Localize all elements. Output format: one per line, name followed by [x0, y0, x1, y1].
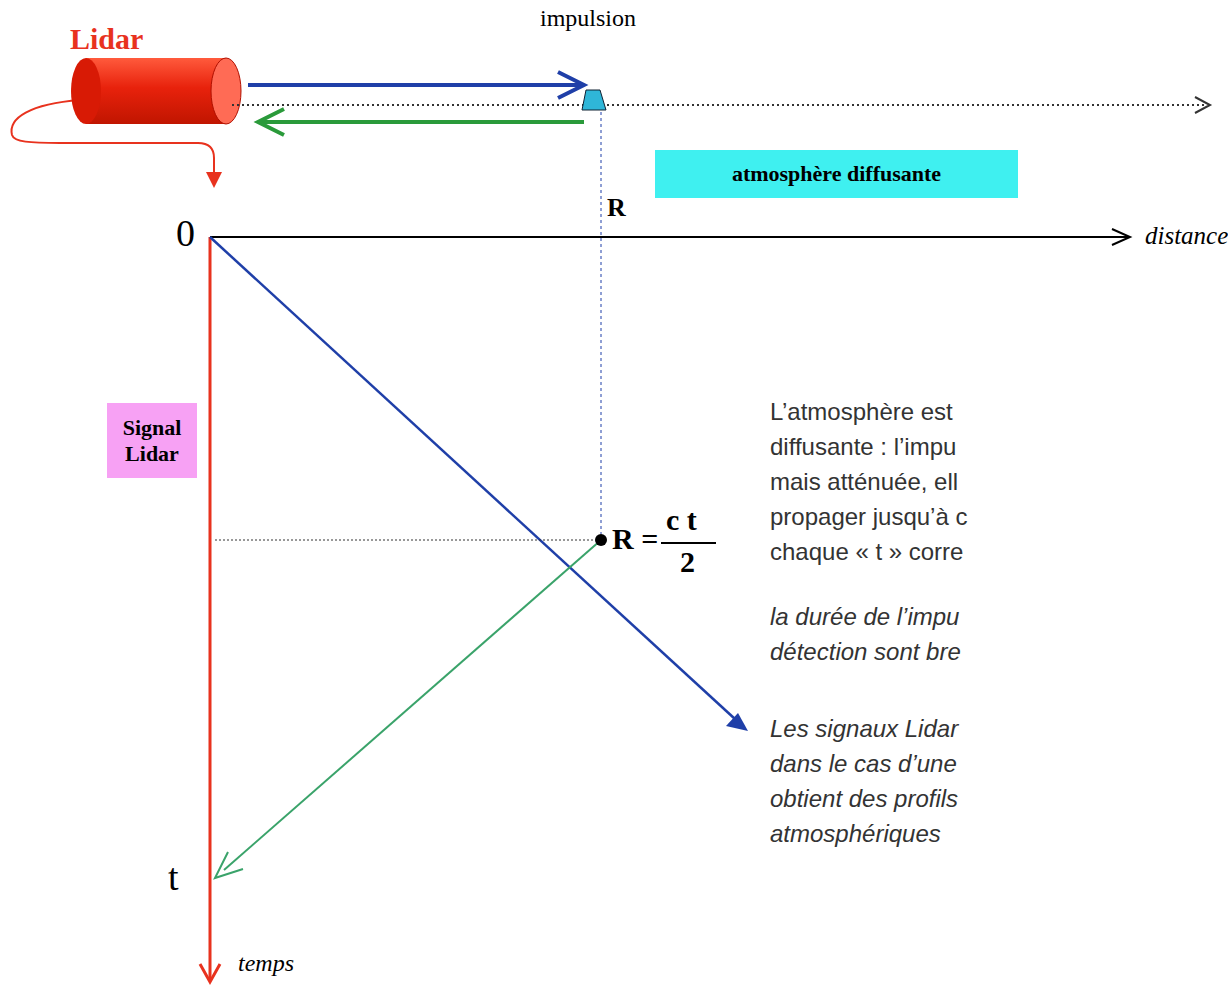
- origin-label: 0: [176, 212, 195, 256]
- beam-axis: [232, 104, 1205, 106]
- lidar-lens: [211, 58, 241, 124]
- axis-label: temps: [238, 950, 294, 978]
- note-line: détection sont bre: [770, 638, 961, 666]
- distance-axis-head: [1112, 229, 1130, 245]
- pulse-shape: [582, 90, 606, 110]
- distance-axis: [210, 236, 1128, 238]
- note-line: Les signaux Lidar: [770, 715, 958, 743]
- range-label: R: [607, 193, 626, 223]
- pulse-trajectory: [210, 237, 735, 719]
- box-text: Signal Lidar: [114, 415, 190, 466]
- lidar-back: [71, 58, 101, 124]
- return-arrow: [262, 120, 584, 124]
- note-line: diffusante : l’impu: [770, 433, 956, 461]
- time-label: t: [168, 856, 179, 900]
- note-line: obtient des profils: [770, 785, 958, 813]
- note-line: atmosphériques: [770, 820, 941, 848]
- pulse-trajectory-head: [726, 713, 748, 731]
- time-guide: [215, 540, 594, 541]
- note-line: chaque « t » corre: [770, 538, 963, 566]
- box-text: atmosphère diffusante: [732, 161, 941, 186]
- outgoing-arrow-head: [558, 72, 584, 98]
- range-guide: [601, 112, 602, 534]
- pulse-label: impulsion: [540, 5, 636, 33]
- region-box: atmosphère diffusante: [655, 150, 1018, 198]
- time-axis: [209, 237, 212, 980]
- return-trajectory-head: [215, 852, 243, 878]
- formula-part: R =: [612, 522, 658, 557]
- outgoing-arrow: [248, 83, 580, 87]
- signal-box: Signal Lidar: [107, 403, 197, 478]
- fraction-bar: [661, 542, 716, 544]
- wire-arrowhead: [206, 172, 222, 188]
- note-line: mais atténuée, ell: [770, 468, 958, 496]
- formula-numerator: c t: [666, 503, 697, 538]
- time-axis-head: [200, 964, 220, 982]
- lidar-body: [86, 58, 226, 124]
- note-line: L’atmosphère est: [770, 398, 953, 426]
- device-title: Lidar: [70, 22, 143, 57]
- axis-label: distance: [1145, 222, 1228, 251]
- formula-denominator: 2: [680, 545, 695, 580]
- note-line: dans le cas d’une: [770, 750, 957, 778]
- return-trajectory: [224, 540, 601, 870]
- return-arrow-head: [258, 109, 284, 135]
- note-line: propager jusqu’à c: [770, 503, 967, 531]
- beam-axis-head: [1195, 97, 1210, 113]
- event-point: [595, 534, 607, 546]
- note-line: la durée de l’impu: [770, 603, 959, 631]
